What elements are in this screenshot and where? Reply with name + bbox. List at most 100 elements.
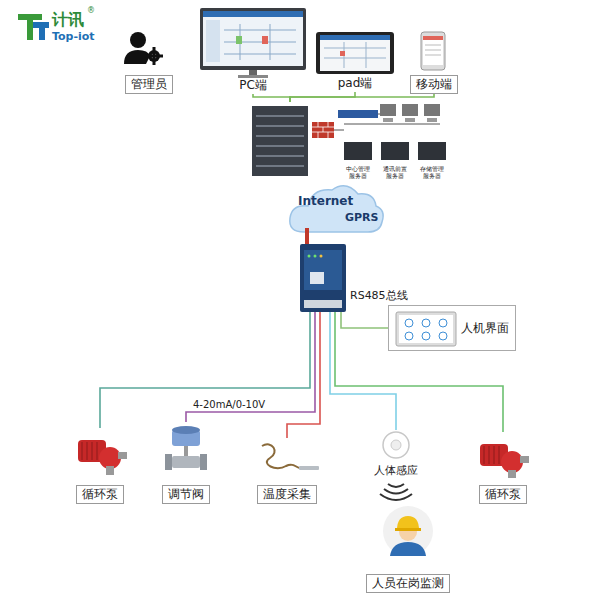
pc-monitor [262, 36, 268, 44]
server-cluster [344, 142, 372, 160]
label-box: 调节阀 [162, 485, 210, 504]
hmi-screen [439, 332, 447, 340]
logo-mark [18, 14, 49, 40]
valve [200, 454, 207, 470]
pc-monitor [203, 11, 303, 17]
valve [172, 426, 200, 434]
hmi-screen [396, 312, 456, 346]
logo-mark [39, 22, 45, 40]
server-cluster [252, 106, 308, 176]
tablet [324, 42, 386, 68]
label-box: 移动端 [410, 75, 458, 94]
worker-avatar [383, 506, 433, 556]
tablet [320, 35, 390, 40]
pump-right [508, 470, 516, 478]
human-sensor [383, 432, 409, 458]
connector-wire [100, 312, 310, 428]
node-label: GPRS [345, 211, 378, 224]
temperature-probe [299, 466, 319, 470]
server-cluster [383, 118, 393, 122]
server-cluster [256, 116, 304, 166]
human-sensor [383, 432, 409, 458]
temperature-probe [262, 444, 300, 468]
hmi-screen [422, 319, 430, 327]
server-cluster [312, 122, 334, 138]
label-box: 人员在岗监测 [366, 574, 450, 593]
valve-node: 调节阀 [158, 422, 214, 504]
hmi-screen [405, 319, 413, 327]
connector-wire [287, 312, 320, 438]
dtu-device [314, 255, 317, 258]
valve [165, 454, 172, 470]
pump-right [520, 456, 529, 463]
pc-monitor [249, 70, 257, 75]
pump-left [106, 466, 114, 475]
pump-left [118, 452, 127, 459]
label-box: 温度采集 [257, 485, 317, 504]
server-cluster: 中心管理服务器通讯前置服务器存储管理服务器 [248, 102, 452, 182]
mobile-terminal: 移动端 [405, 30, 463, 94]
hmi-screen [439, 319, 447, 327]
temperature-node: 温度采集 [252, 438, 322, 504]
registered-mark: ® [87, 6, 95, 15]
wireless-signal [380, 484, 412, 500]
human-sensor [391, 440, 401, 450]
connector-wire [330, 312, 396, 430]
connector-wire [290, 94, 434, 102]
server-cluster [338, 110, 378, 118]
pump-left [99, 447, 121, 469]
logo-text: Top-iot [52, 30, 95, 43]
server-cluster [312, 122, 334, 138]
pump-left [82, 442, 97, 460]
dtu-device [305, 228, 309, 245]
hmi-screen [405, 332, 413, 340]
worker-avatar [397, 516, 419, 530]
tablet [316, 32, 394, 74]
admin-icon [130, 32, 146, 48]
node-label: RS485总线 [350, 288, 408, 303]
cloud [290, 186, 383, 232]
pump-right [484, 446, 499, 464]
admin-box: 管理员 [108, 28, 190, 94]
label-box: 循环泵 [76, 485, 124, 504]
hmi-screen [396, 312, 456, 346]
admin-icon [124, 32, 163, 65]
node-label: PC端 [239, 77, 267, 94]
worker-node: 人员在岗监测 [362, 505, 454, 593]
pc-monitor [200, 8, 306, 70]
valve [184, 446, 188, 456]
tablet [320, 35, 390, 71]
connector-wire [253, 94, 290, 102]
node-label: 通讯前置服务器 [382, 166, 408, 179]
dtu-device [310, 272, 324, 284]
logo-text: 计讯 [52, 10, 84, 31]
server-cluster [424, 104, 440, 116]
server-cluster [427, 118, 437, 122]
temperature-probe [262, 444, 319, 470]
server-cluster [381, 142, 409, 160]
valve [165, 426, 207, 470]
server-cluster [418, 142, 446, 160]
hmi-box: 人机界面 [388, 305, 516, 351]
pc-monitor [224, 24, 296, 60]
node-label: pad端 [338, 75, 373, 92]
worker-avatar [390, 542, 426, 556]
pump-right [480, 444, 529, 478]
pc-monitor [203, 11, 303, 66]
phone [425, 45, 441, 55]
tablet [340, 51, 345, 56]
phone [421, 32, 445, 70]
tablet [316, 32, 394, 74]
pump-node: 循环泵 [70, 428, 130, 504]
label-box: 循环泵 [479, 485, 527, 504]
pad-terminal: pad端 [315, 30, 395, 92]
pc-monitor [206, 20, 220, 62]
phone [423, 36, 443, 65]
sensor-node: 人体感应 [370, 430, 422, 478]
connector-wire [341, 312, 388, 328]
logo-mark [27, 14, 33, 40]
node-label: Internet [298, 194, 353, 208]
phone [421, 32, 445, 70]
